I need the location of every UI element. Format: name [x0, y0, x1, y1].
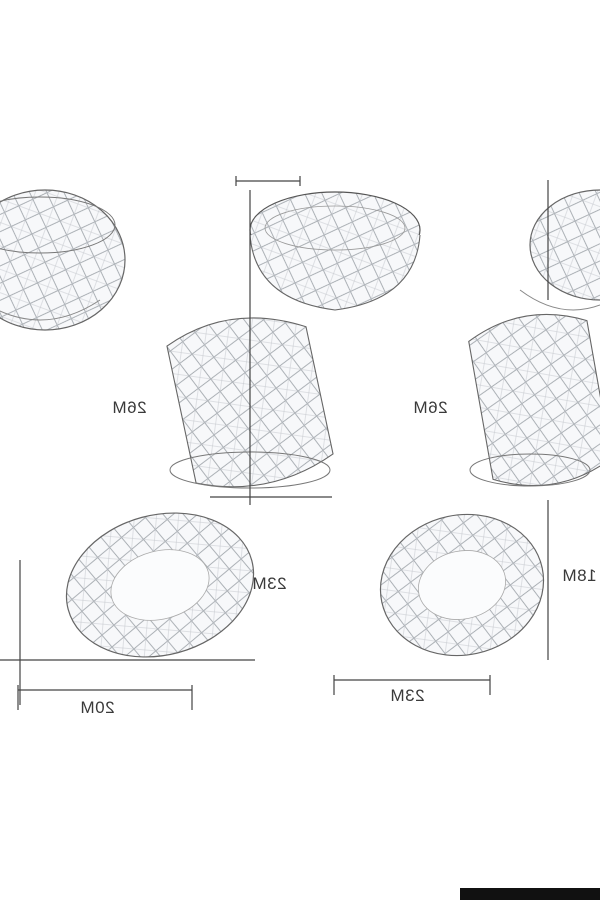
- left-width-label: 23M: [252, 574, 287, 593]
- corner-bar: [460, 888, 600, 900]
- dimension-lines: [0, 176, 549, 710]
- right-width-label: 23M: [390, 686, 425, 705]
- right-depth-label: 18M: [562, 566, 597, 585]
- right-partial-bowl: [519, 189, 600, 311]
- left-depth-label: 20M: [80, 698, 115, 717]
- left-height-label: 26M: [112, 398, 147, 417]
- right-height-label: 26M: [413, 398, 448, 417]
- right-bottom-bowl: [379, 513, 545, 657]
- center-upright-bowl: [249, 191, 421, 311]
- left-partial-bowl: [0, 189, 126, 331]
- right-tilted-bowl: [468, 313, 600, 487]
- center-bottom-bowl: [65, 512, 255, 658]
